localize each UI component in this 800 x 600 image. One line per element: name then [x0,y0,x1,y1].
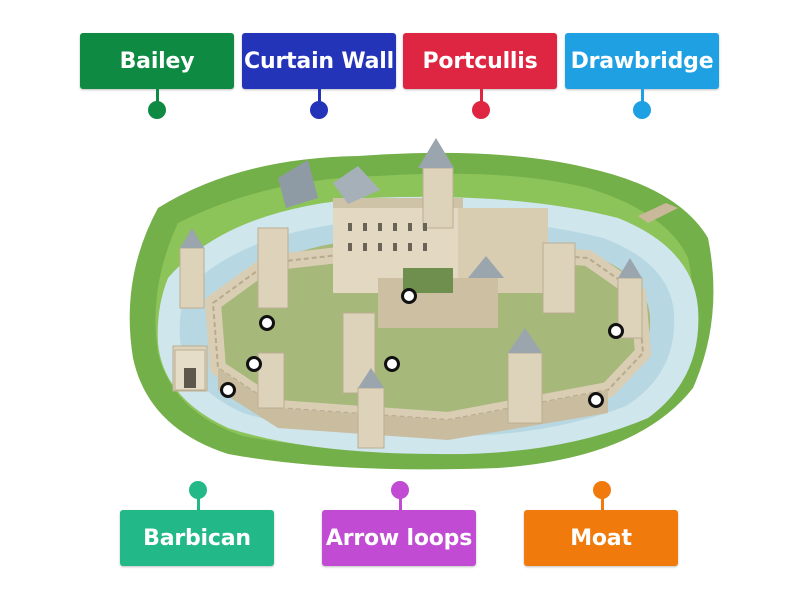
castle-icon [129,138,714,470]
hotspot-1[interactable] [401,288,417,304]
drop-pin-barbican[interactable] [189,481,207,499]
pin-line-drawbridge [641,89,644,103]
drop-pin-drawbridge[interactable] [633,101,651,119]
label-curtain-wall[interactable]: Curtain Wall [242,33,396,89]
hotspot-6[interactable] [220,382,236,398]
hotspot-3[interactable] [608,323,624,339]
hotspot-4[interactable] [246,356,262,372]
label-drawbridge[interactable]: Drawbridge [565,33,719,89]
drop-pin-moat[interactable] [593,481,611,499]
label-arrow-loops[interactable]: Arrow loops [322,510,476,566]
drop-pin-bailey[interactable] [148,101,166,119]
label-barbican[interactable]: Barbican [120,510,274,566]
pin-line-bailey [156,89,159,103]
castle-illustration [118,128,724,472]
label-bailey[interactable]: Bailey [80,33,234,89]
drop-pin-curtain-wall[interactable] [310,101,328,119]
pin-line-portcullis [480,89,483,103]
drop-pin-arrow-loops[interactable] [391,481,409,499]
label-portcullis[interactable]: Portcullis [403,33,557,89]
label-moat[interactable]: Moat [524,510,678,566]
pin-line-barbican [197,496,200,510]
pin-line-curtain-wall [318,89,321,103]
drop-pin-portcullis[interactable] [472,101,490,119]
pin-line-moat [601,496,604,510]
hotspot-7[interactable] [588,392,604,408]
hotspot-2[interactable] [259,315,275,331]
pin-line-arrow-loops [399,496,402,510]
hotspot-5[interactable] [384,356,400,372]
